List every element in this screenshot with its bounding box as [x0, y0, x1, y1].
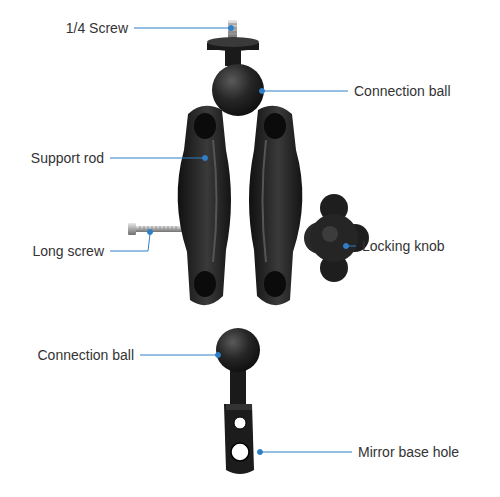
mirror-hole	[231, 443, 249, 461]
locking-knob	[304, 194, 369, 282]
part-label: 1/4 Screw	[66, 19, 128, 37]
quarter-screw	[228, 20, 237, 40]
part-label: Mirror base hole	[358, 443, 459, 461]
connection-ball	[212, 64, 264, 116]
part-label: Long screw	[32, 242, 104, 260]
mirror-base-mount	[216, 328, 260, 474]
part-label: Connection ball	[354, 82, 451, 100]
part-label: Support rod	[31, 149, 104, 167]
part-label: Locking knob	[362, 237, 445, 255]
part-label: Connection ball	[37, 346, 134, 364]
leader-lines	[110, 26, 356, 455]
support-rod	[178, 106, 303, 305]
connection-ball	[216, 328, 260, 372]
long-screw	[128, 223, 184, 235]
top-ball-mount	[207, 20, 264, 116]
